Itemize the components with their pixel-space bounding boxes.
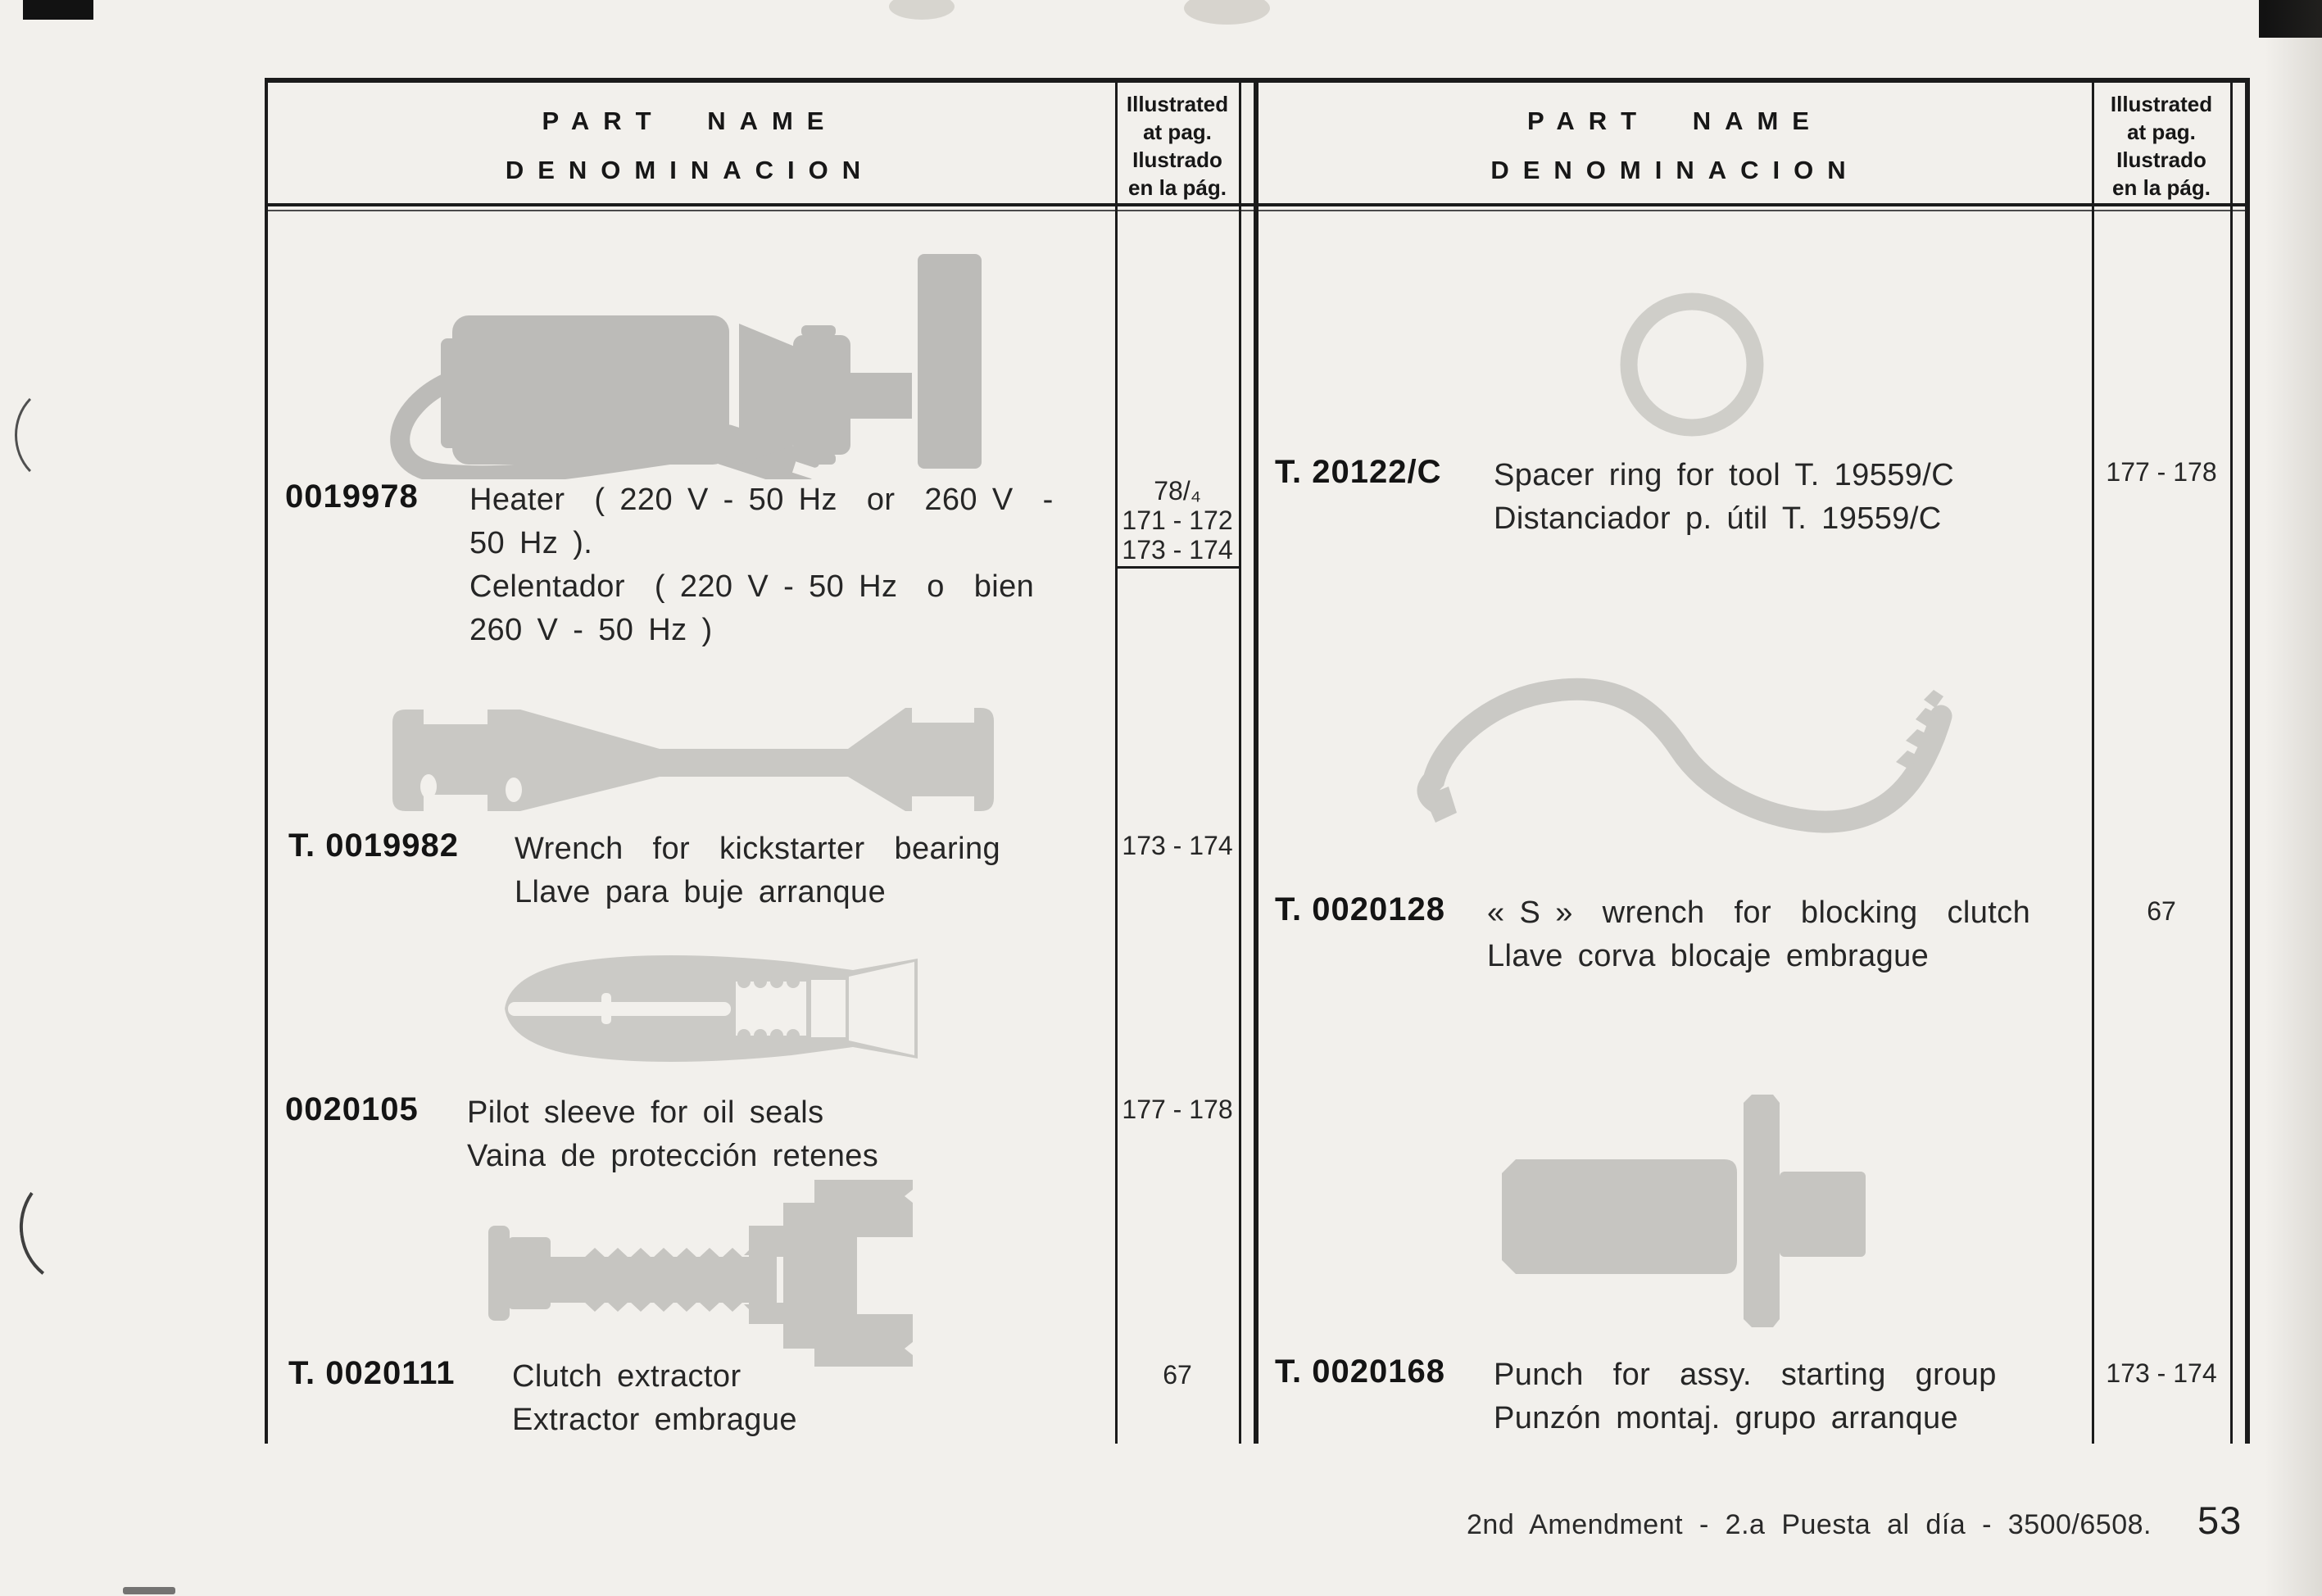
part-name-line: Wrench for kickstarter bearing <box>515 832 1001 866</box>
left-table-right-border-thick <box>1254 78 1259 1444</box>
part-name-line: Clutch extractor <box>512 1359 741 1394</box>
right-header-denominacion: DENOMINACION <box>1490 156 1860 184</box>
page-reference: 177 - 178 <box>1122 1095 1233 1124</box>
page-references: 67 <box>1118 1360 1237 1390</box>
page-reference: 177 - 178 <box>2106 457 2217 487</box>
scan-mark-top-right <box>2259 0 2322 38</box>
amendment-note: 2nd Amendment - 2.a Puesta al día - 3500… <box>1467 1509 2152 1540</box>
left-header-illustrated-line: at pag. <box>1143 120 1212 144</box>
part-number: 0020105 <box>285 1091 419 1127</box>
part-name-line: Distanciador p. útil T. 19559/C <box>1494 501 1942 536</box>
scan-smudge-2 <box>1184 0 1270 25</box>
clutch-extractor-illustration <box>488 1180 916 1367</box>
right-table-pagecol-rule <box>2092 83 2094 1444</box>
spacer-ring-illustration <box>1620 292 1764 437</box>
left-table-header-rule <box>265 203 1259 206</box>
left-table-right-border-thin <box>1239 78 1241 1444</box>
left-header-illustrated-line: en la pág. <box>1128 175 1227 200</box>
part-name-text: Pilot sleeve for oil seals Vaina de prot… <box>467 1091 878 1178</box>
part-number: T. 20122/C <box>1275 454 1442 490</box>
left-table-left-border <box>265 78 268 1444</box>
page-reference: 173 - 174 <box>1122 535 1233 564</box>
left-table-pagecol-rule <box>1115 83 1118 1444</box>
part-name-text: Clutch extractor Extractor embrague <box>512 1355 797 1442</box>
punch-hole-arc-bottom <box>11 1163 136 1294</box>
left-header-illustrated: Illustrated at pag. Ilustrado en la pág. <box>1118 90 1237 202</box>
pilot-sleeve-illustration <box>505 955 918 1062</box>
page-reference: 67 <box>2147 896 2176 926</box>
part-name-line: 50 Hz ). <box>469 526 593 560</box>
part-name-text: Heater ( 220 V - 50 Hz or 260 V - 50 Hz … <box>469 478 1054 652</box>
part-number: T. 0020168 <box>1275 1353 1445 1390</box>
page-references: 173 - 174 <box>2094 1358 2229 1388</box>
right-table-top-border <box>1259 78 2250 83</box>
left-header-part-name: PART NAME <box>542 107 838 135</box>
part-name-line: Punzón montaj. grupo arranque <box>1494 1401 1959 1435</box>
part-number: 0019978 <box>285 478 419 515</box>
starting-group-punch-illustration <box>1502 1095 1866 1327</box>
right-table-right-border-thick <box>2245 78 2250 1444</box>
scan-edge-shading <box>2265 0 2322 1596</box>
page-reference: 173 - 174 <box>1122 831 1233 860</box>
right-table-header-rule-2 <box>1259 210 2250 211</box>
left-table-header-rule-2 <box>265 210 1259 211</box>
page-references: 177 - 178 <box>1118 1095 1237 1124</box>
s-wrench-illustration <box>1417 678 1952 833</box>
part-name-text: Wrench for kickstarter bearing Llave par… <box>515 827 1000 914</box>
kickstarter-bearing-wrench-illustration <box>392 698 994 821</box>
part-name-line: Heater ( 220 V - 50 Hz or 260 V - <box>469 483 1054 517</box>
page-reference: 171 - 172 <box>1122 506 1233 535</box>
right-header-part-name: PART NAME <box>1527 107 1823 135</box>
right-header-illustrated: Illustrated at pag. Ilustrado en la pág. <box>2094 90 2229 202</box>
part-name-line: Punch for assy. starting group <box>1494 1358 1997 1392</box>
part-name-line: Vaina de protección retenes <box>467 1139 879 1173</box>
page-reference: 67 <box>1163 1360 1192 1390</box>
right-header-illustrated-line: at pag. <box>2127 120 2196 144</box>
right-header-illustrated-line: en la pág. <box>2112 175 2211 200</box>
part-number: T. 0019982 <box>288 827 459 864</box>
part-name-text: Spacer ring for tool T. 19559/C Distanci… <box>1494 454 1954 541</box>
left-header-illustrated-line: Ilustrado <box>1132 147 1222 172</box>
part-name-line: « S » wrench for blocking clutch <box>1487 895 2031 930</box>
page-references: 177 - 178 <box>2094 457 2229 487</box>
page-reference: 78/₄ <box>1154 476 1201 506</box>
part-number: T. 0020111 <box>288 1355 456 1391</box>
scan-smudge-1 <box>889 0 955 20</box>
part-number: T. 0020128 <box>1275 891 1445 927</box>
punch-hole-arc-top <box>15 383 111 487</box>
page-references: 67 <box>2094 896 2229 926</box>
right-header-illustrated-line: Illustrated <box>2110 92 2213 116</box>
part-name-line: Llave para buje arranque <box>515 875 887 909</box>
page-references: 173 - 174 <box>1118 831 1237 860</box>
right-header-illustrated-line: Ilustrado <box>2116 147 2206 172</box>
left-pagecol-tick <box>1118 566 1239 569</box>
part-name-line: Pilot sleeve for oil seals <box>467 1095 824 1130</box>
heater-tool-illustration <box>390 254 982 479</box>
part-name-line: Llave corva blocaje embrague <box>1487 939 1930 973</box>
scan-mark-bottom-left <box>123 1587 175 1594</box>
left-table-top-border <box>265 78 1259 83</box>
part-name-line: Extractor embrague <box>512 1403 797 1437</box>
part-name-line: Spacer ring for tool T. 19559/C <box>1494 458 1955 492</box>
part-name-text: « S » wrench for blocking clutch Llave c… <box>1487 891 2030 978</box>
page-number: 53 <box>2197 1499 2243 1542</box>
part-name-line: Celentador ( 220 V - 50 Hz o bien <box>469 569 1035 604</box>
left-header-denominacion: DENOMINACION <box>505 156 875 184</box>
left-header-illustrated-line: Illustrated <box>1126 92 1229 116</box>
page-reference: 173 - 174 <box>2106 1358 2217 1388</box>
scan-mark-top-left <box>23 0 93 20</box>
page-references: 78/₄ 171 - 172 173 - 174 <box>1118 476 1237 564</box>
part-name-text: Punch for assy. starting group Punzón mo… <box>1494 1353 1997 1440</box>
right-table-header-rule <box>1259 203 2250 206</box>
right-table-right-border-thin <box>2230 78 2233 1444</box>
part-name-line: 260 V - 50 Hz ) <box>469 613 713 647</box>
